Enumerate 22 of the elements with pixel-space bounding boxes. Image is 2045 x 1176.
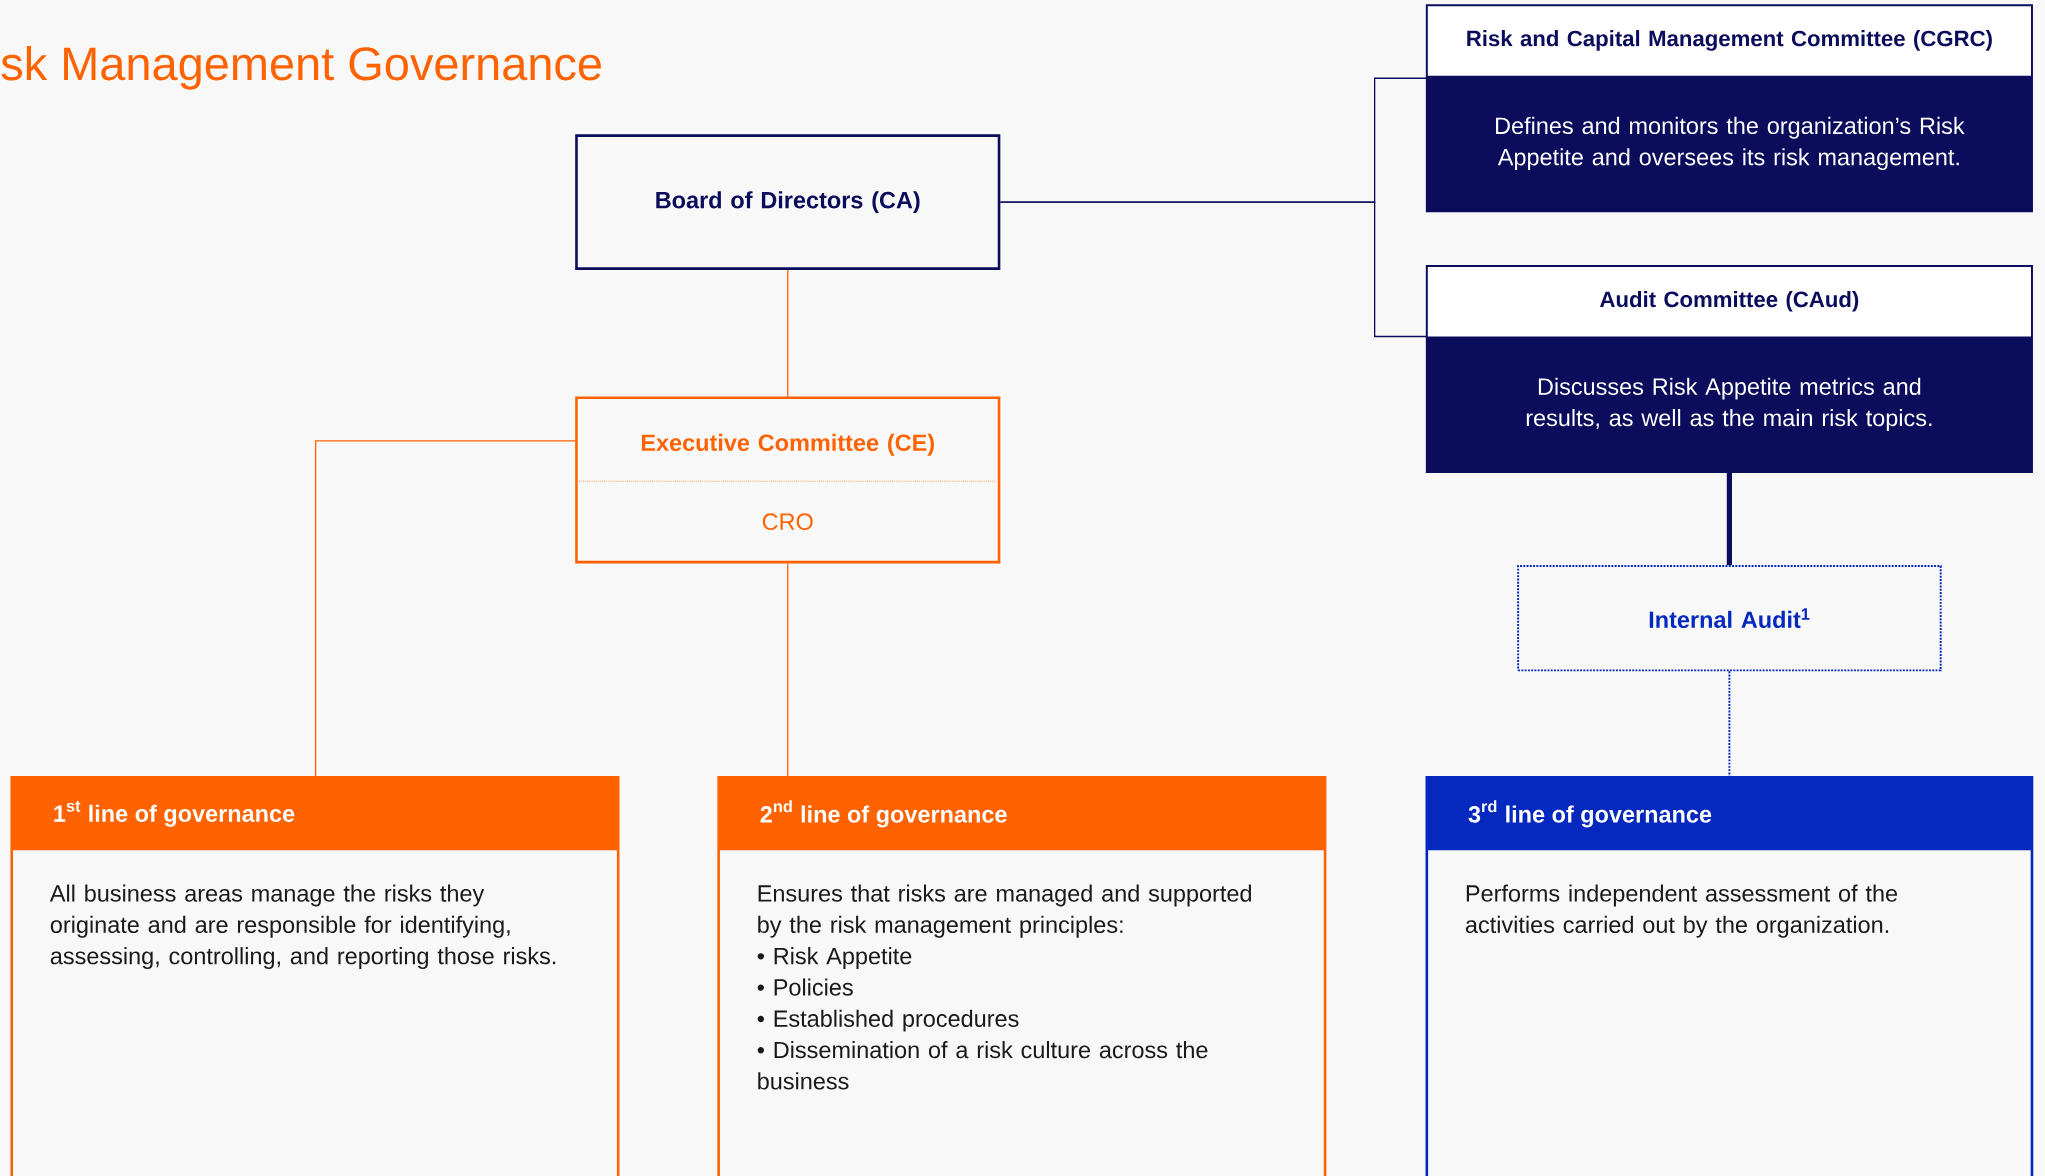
node-label: • Risk Appetite bbox=[757, 946, 912, 969]
connector-line bbox=[787, 269, 789, 397]
node-label: All business areas manage the risks they originate and are responsible for identifying, assessing, controlling, and reporting those risks. bbox=[49, 884, 556, 969]
node-label: Performs independent assessment of the activities carried out by the organization. bbox=[1465, 884, 1898, 938]
node-label: Ensures that risks are managed and supported by the risk management principles: bbox=[758, 884, 1251, 938]
board-box: Board of Directors (CA) bbox=[575, 134, 1001, 270]
node-label: • Policies bbox=[757, 978, 853, 996]
connector-line bbox=[999, 201, 1428, 337]
node-label: • Established procedures bbox=[757, 1009, 1019, 1032]
page-title: sk Management Governance bbox=[1, 45, 601, 90]
connector-line bbox=[787, 562, 789, 778]
connector-line bbox=[1726, 472, 1732, 565]
governance-panel: $\text{3}^{\text{rd}}\text{ line of governance}$ Performs independent assessment of the activities carried out by the organization. bbox=[1425, 775, 2034, 1176]
committee-box: Risk and Capital Management Committee (CGRC) Defines and monitors the organization’s Risk Appetite and oversees its risk management. bbox=[1425, 4, 2033, 213]
governance-panel: $\text{1}^{\text{st}}\text{ line of governance}$ All business areas manage the risks they originate and are responsible for identifying, assessing, controlling, and reporting those risks. bbox=[10, 775, 620, 1176]
committee-box: Executive Committee (CE) CRO bbox=[575, 396, 1001, 564]
audit-box: Internal Audit$^{1}$ bbox=[1517, 564, 1942, 672]
governance-panel: $\text{2}^{\text{nd}}\text{ line of governance}$ Ensures that risks are managed and supported by the risk management principles: • Risk Appetite • Policies • Established procedures • Dissemination of a risk culture across the business bbox=[717, 775, 1327, 1176]
connector-line bbox=[315, 440, 578, 778]
connector-line bbox=[1728, 670, 1731, 778]
committee-box: Audit Committee (CAud) Discusses Risk Appetite metrics and results, as well as the main risk topics. bbox=[1425, 264, 2033, 473]
node-label: • Dissemination of a risk culture across the business bbox=[757, 1040, 1208, 1090]
